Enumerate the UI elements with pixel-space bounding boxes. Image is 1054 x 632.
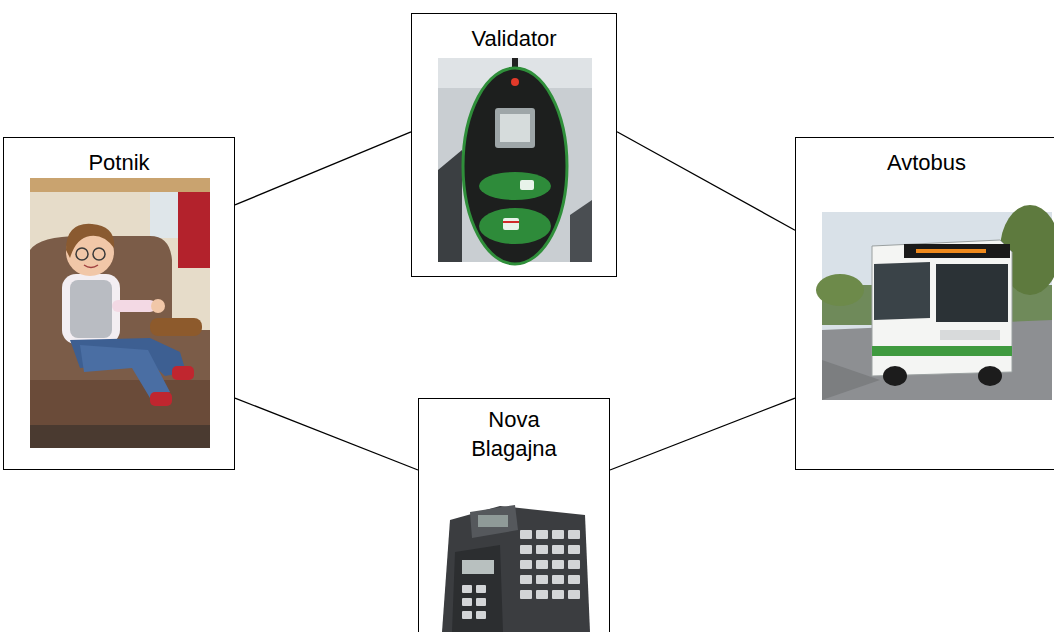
passenger-photo — [30, 178, 210, 448]
connector-line — [235, 132, 411, 205]
box-title: Nova Blagajna — [459, 405, 569, 463]
picture-box: Avtobus — [795, 137, 1054, 470]
cash-register-picture — [442, 505, 590, 632]
picture-box: Nova Blagajna — [418, 398, 610, 632]
box-title: Potnik — [4, 148, 234, 177]
connector-line — [235, 398, 418, 470]
validator-photo — [438, 58, 592, 264]
picture-box: Potnik — [3, 137, 235, 470]
picture-box: Validator — [411, 13, 617, 277]
connector-line — [610, 398, 795, 470]
box-title: Avtobus — [796, 148, 1054, 177]
bus-photo — [816, 205, 1054, 400]
box-title: Validator — [412, 24, 616, 53]
connector-line — [617, 132, 795, 230]
